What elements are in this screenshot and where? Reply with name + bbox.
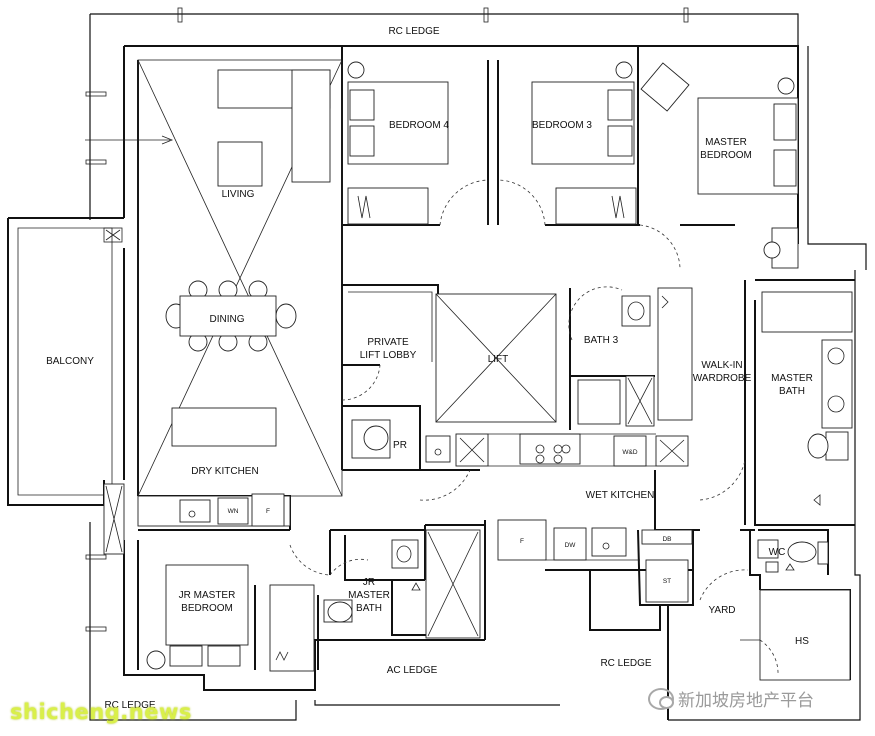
label-balcony: BALCONY (46, 356, 94, 367)
wc-yard-hs (699, 529, 851, 681)
label-wet-kitchen: WET KITCHEN (586, 490, 655, 501)
wechat-icon (648, 687, 674, 710)
label-jr-master-bedroom-line1: JR MASTER (179, 590, 236, 601)
label-master-bath-line1: MASTER (771, 373, 813, 384)
label-lift: LIFT (488, 354, 509, 365)
label-private-lift-lobby-line2: LIFT LOBBY (360, 350, 417, 361)
label-jr-master-bath-line1: JR (363, 577, 375, 588)
label-walkin-line2: WARDROBE (693, 373, 752, 384)
label-hs: HS (795, 636, 809, 647)
label-rc-ledge-top: RC LEDGE (388, 26, 439, 37)
lift-lobby (341, 284, 557, 423)
label-pr: PR (393, 440, 407, 451)
label-jr-master-bath-line2: MASTER (348, 590, 390, 601)
label-wd: W&D (622, 449, 637, 456)
label-f-wet: F (520, 538, 524, 545)
label-bedroom3: BEDROOM 3 (532, 120, 592, 131)
wet-kitchen (342, 405, 689, 501)
label-private-lift-lobby-line1: PRIVATE (367, 337, 409, 348)
jr-master-bedroom-room (146, 564, 315, 672)
label-wn: WN (228, 508, 239, 515)
master-bath-room (761, 291, 853, 506)
label-f-dry: F (266, 508, 270, 515)
label-rc-ledge-bottom-left: RC LEDGE (104, 700, 155, 711)
service-block (497, 519, 693, 603)
jr-master-bath-room (289, 529, 481, 639)
label-master-bedroom-line2: BEDROOM (700, 150, 752, 161)
label-bedroom4: BEDROOM 4 (389, 120, 449, 131)
label-ac-ledge: AC LEDGE (387, 665, 438, 676)
label-jr-master-bath-line3: BATH (356, 603, 382, 614)
watermark-site: shicheng.news (10, 700, 192, 724)
label-dining: DINING (210, 314, 245, 325)
label-rc-ledge-bottom-right: RC LEDGE (600, 658, 651, 669)
label-walkin-line1: WALK-IN (701, 360, 742, 371)
bath3-room (568, 286, 655, 430)
label-master-bedroom-line1: MASTER (705, 137, 747, 148)
dry-kitchen-counter (137, 493, 291, 527)
ledge-outline (85, 7, 867, 721)
label-dw: DW (565, 542, 577, 549)
label-yard: YARD (708, 605, 735, 616)
label-jr-master-bedroom-line2: BEDROOM (181, 603, 233, 614)
label-master-bath-line2: BATH (779, 386, 805, 397)
bedroom3-room (497, 61, 637, 226)
room-labels: RC LEDGE BEDROOM 4 BEDROOM 3 MASTER BEDR… (46, 26, 813, 711)
master-bedroom-room (639, 62, 799, 269)
label-wc: WC (769, 547, 786, 558)
label-bath3: BATH 3 (584, 335, 619, 346)
balcony-area (7, 217, 125, 555)
living-dining (85, 59, 343, 497)
walkin-wardrobe (657, 287, 746, 501)
label-dry-kitchen: DRY KITCHEN (191, 466, 258, 477)
label-st: ST (663, 578, 671, 585)
label-db: DB (662, 536, 671, 543)
label-living: LIVING (222, 189, 255, 200)
watermark-wechat: 新加坡房地产平台 (648, 686, 814, 711)
bedroom4-room (347, 61, 489, 226)
wechat-account-name: 新加坡房地产平台 (678, 691, 814, 711)
